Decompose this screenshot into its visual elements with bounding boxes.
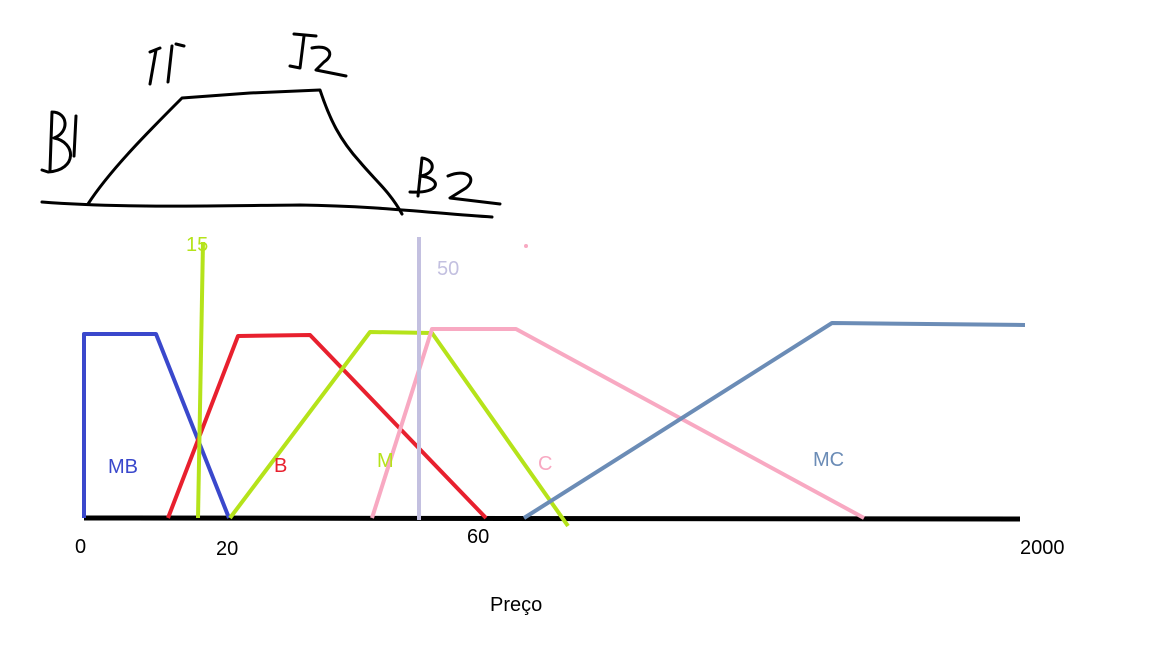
set-b-curve xyxy=(166,333,488,520)
set-mb-curve xyxy=(82,332,231,519)
set-m-curve xyxy=(228,330,570,528)
sketch-glyph-b1 xyxy=(40,110,78,174)
tick-label-60: 60 xyxy=(467,526,489,548)
sketch-label-t2: T2 xyxy=(305,59,307,61)
marker-15-label: 15 xyxy=(186,234,208,256)
membership-functions xyxy=(82,321,1026,528)
set-c-curve xyxy=(370,327,865,520)
marker-15-line xyxy=(196,241,205,519)
sketch-glyph-t2 xyxy=(288,32,348,78)
pink-dot xyxy=(524,244,528,248)
x-axis-title: Preço xyxy=(490,594,542,616)
sketch-label-b2: B2 xyxy=(440,189,442,191)
tick-label-2000: 2000 xyxy=(1020,537,1065,559)
set-m-label: M xyxy=(377,450,394,472)
set-b-label: B xyxy=(274,455,287,477)
marker-50-label: 50 xyxy=(437,258,459,280)
set-mc-curve xyxy=(522,321,1026,520)
sketch-baseline xyxy=(40,200,494,219)
tick-label-0: 0 xyxy=(75,536,86,558)
trapezoid-sketch xyxy=(40,32,502,219)
sketch-label-t1: T1 xyxy=(160,69,162,71)
set-mc-label: MC xyxy=(813,449,844,471)
set-mb-label: MB xyxy=(108,456,138,478)
tick-label-20: 20 xyxy=(216,538,238,560)
x-axis-line xyxy=(83,515,1021,522)
set-c-label: C xyxy=(538,453,552,475)
sketch-glyph-b2 xyxy=(408,156,502,206)
sketch-trapezoid xyxy=(86,88,404,216)
sketch-glyph-t1 xyxy=(148,42,186,86)
